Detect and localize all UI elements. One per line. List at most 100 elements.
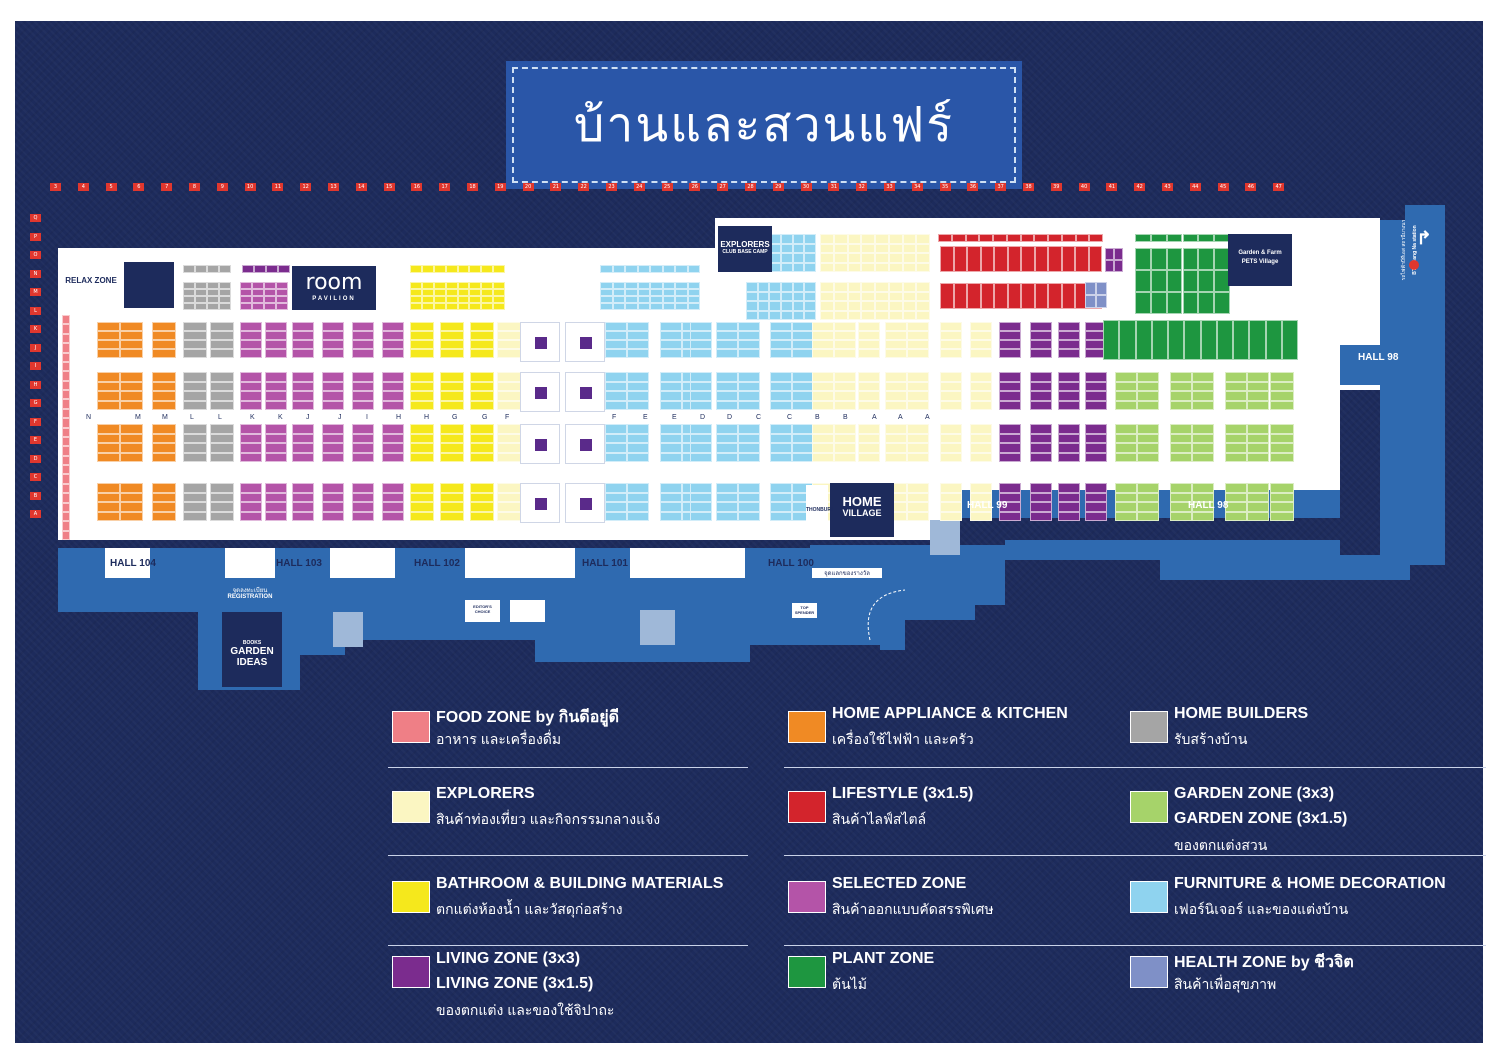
booth[interactable] (292, 400, 314, 410)
booth[interactable] (1225, 511, 1247, 521)
booth[interactable] (1270, 492, 1294, 502)
booth[interactable] (738, 331, 760, 340)
booth[interactable] (1115, 433, 1137, 443)
booth[interactable] (1225, 424, 1247, 434)
booth[interactable] (757, 301, 770, 311)
booth[interactable] (1247, 443, 1269, 453)
booth[interactable] (440, 433, 464, 443)
booth[interactable] (770, 511, 792, 521)
booth[interactable] (1007, 283, 1021, 309)
booth[interactable] (970, 492, 992, 502)
booth[interactable] (1115, 443, 1137, 453)
booth[interactable] (1170, 391, 1192, 401)
booth[interactable] (770, 433, 792, 443)
booth[interactable] (440, 391, 464, 401)
booth[interactable] (322, 400, 344, 410)
booth[interactable] (97, 331, 120, 340)
booth[interactable] (481, 296, 494, 303)
booth[interactable] (210, 452, 234, 462)
booth[interactable] (62, 315, 70, 325)
booth[interactable] (1137, 511, 1159, 521)
booth[interactable] (746, 301, 758, 311)
booth[interactable] (152, 443, 176, 453)
booth[interactable] (600, 265, 613, 273)
booth[interactable] (847, 234, 862, 244)
booth[interactable] (916, 262, 930, 272)
booth[interactable] (120, 492, 143, 502)
booth[interactable] (888, 234, 903, 244)
booth[interactable] (264, 303, 276, 310)
booth[interactable] (1030, 331, 1052, 340)
booth[interactable] (1085, 381, 1107, 391)
booth[interactable] (433, 289, 446, 296)
booth[interactable] (716, 372, 738, 382)
booth[interactable] (1058, 322, 1080, 331)
booth[interactable] (660, 349, 682, 358)
booth[interactable] (470, 322, 494, 331)
booth[interactable] (254, 265, 266, 273)
booth[interactable] (120, 483, 143, 493)
booth[interactable] (1105, 260, 1114, 272)
booth[interactable] (62, 446, 70, 456)
booth[interactable] (1085, 483, 1107, 493)
booth[interactable] (605, 349, 627, 358)
booth[interactable] (738, 322, 760, 331)
booth[interactable] (210, 372, 234, 382)
booth[interactable] (292, 424, 314, 434)
booth[interactable] (322, 424, 344, 434)
booth[interactable] (219, 282, 231, 289)
booth[interactable] (1184, 320, 1201, 360)
booth[interactable] (940, 400, 962, 410)
booth[interactable] (410, 331, 434, 340)
booth[interactable] (382, 511, 404, 521)
booth[interactable] (792, 282, 805, 292)
booth[interactable] (757, 291, 770, 301)
booth[interactable] (292, 433, 314, 443)
booth[interactable] (1270, 443, 1294, 453)
booth[interactable] (834, 349, 856, 358)
booth[interactable] (152, 372, 176, 382)
booth[interactable] (62, 483, 70, 494)
booth[interactable] (812, 433, 834, 443)
booth[interactable] (792, 331, 814, 340)
booth[interactable] (820, 234, 834, 244)
booth[interactable] (812, 391, 834, 401)
booth[interactable] (1030, 400, 1052, 410)
booth[interactable] (1114, 248, 1123, 260)
booth[interactable] (1058, 492, 1080, 502)
booth[interactable] (322, 483, 344, 493)
booth[interactable] (834, 400, 856, 410)
booth[interactable] (1150, 292, 1167, 314)
booth[interactable] (861, 262, 875, 272)
booth[interactable] (1247, 381, 1269, 391)
booth[interactable] (62, 371, 70, 381)
booth[interactable] (660, 391, 682, 401)
booth[interactable] (605, 391, 627, 401)
booth[interactable] (781, 310, 793, 320)
booth[interactable] (1225, 443, 1247, 453)
booth[interactable] (1192, 502, 1214, 512)
booth[interactable] (62, 427, 70, 437)
booth[interactable] (999, 391, 1021, 401)
booth[interactable] (1198, 292, 1215, 314)
booth[interactable] (1058, 443, 1080, 453)
booth[interactable] (1270, 452, 1294, 462)
booth[interactable] (834, 340, 856, 349)
booth[interactable] (62, 455, 70, 465)
booth[interactable] (1048, 246, 1062, 272)
booth[interactable] (183, 265, 195, 273)
booth[interactable] (792, 381, 814, 391)
booth[interactable] (690, 340, 712, 349)
booth[interactable] (240, 303, 252, 310)
booth[interactable] (612, 296, 625, 303)
booth[interactable] (97, 511, 120, 521)
booth[interactable] (650, 289, 663, 296)
booth[interactable] (662, 265, 675, 273)
booth[interactable] (690, 492, 712, 502)
booth[interactable] (470, 483, 494, 493)
booth[interactable] (410, 400, 434, 410)
booth[interactable] (264, 296, 276, 303)
booth[interactable] (410, 443, 434, 453)
booth[interactable] (1182, 234, 1199, 242)
feature-booth[interactable] (520, 424, 560, 464)
